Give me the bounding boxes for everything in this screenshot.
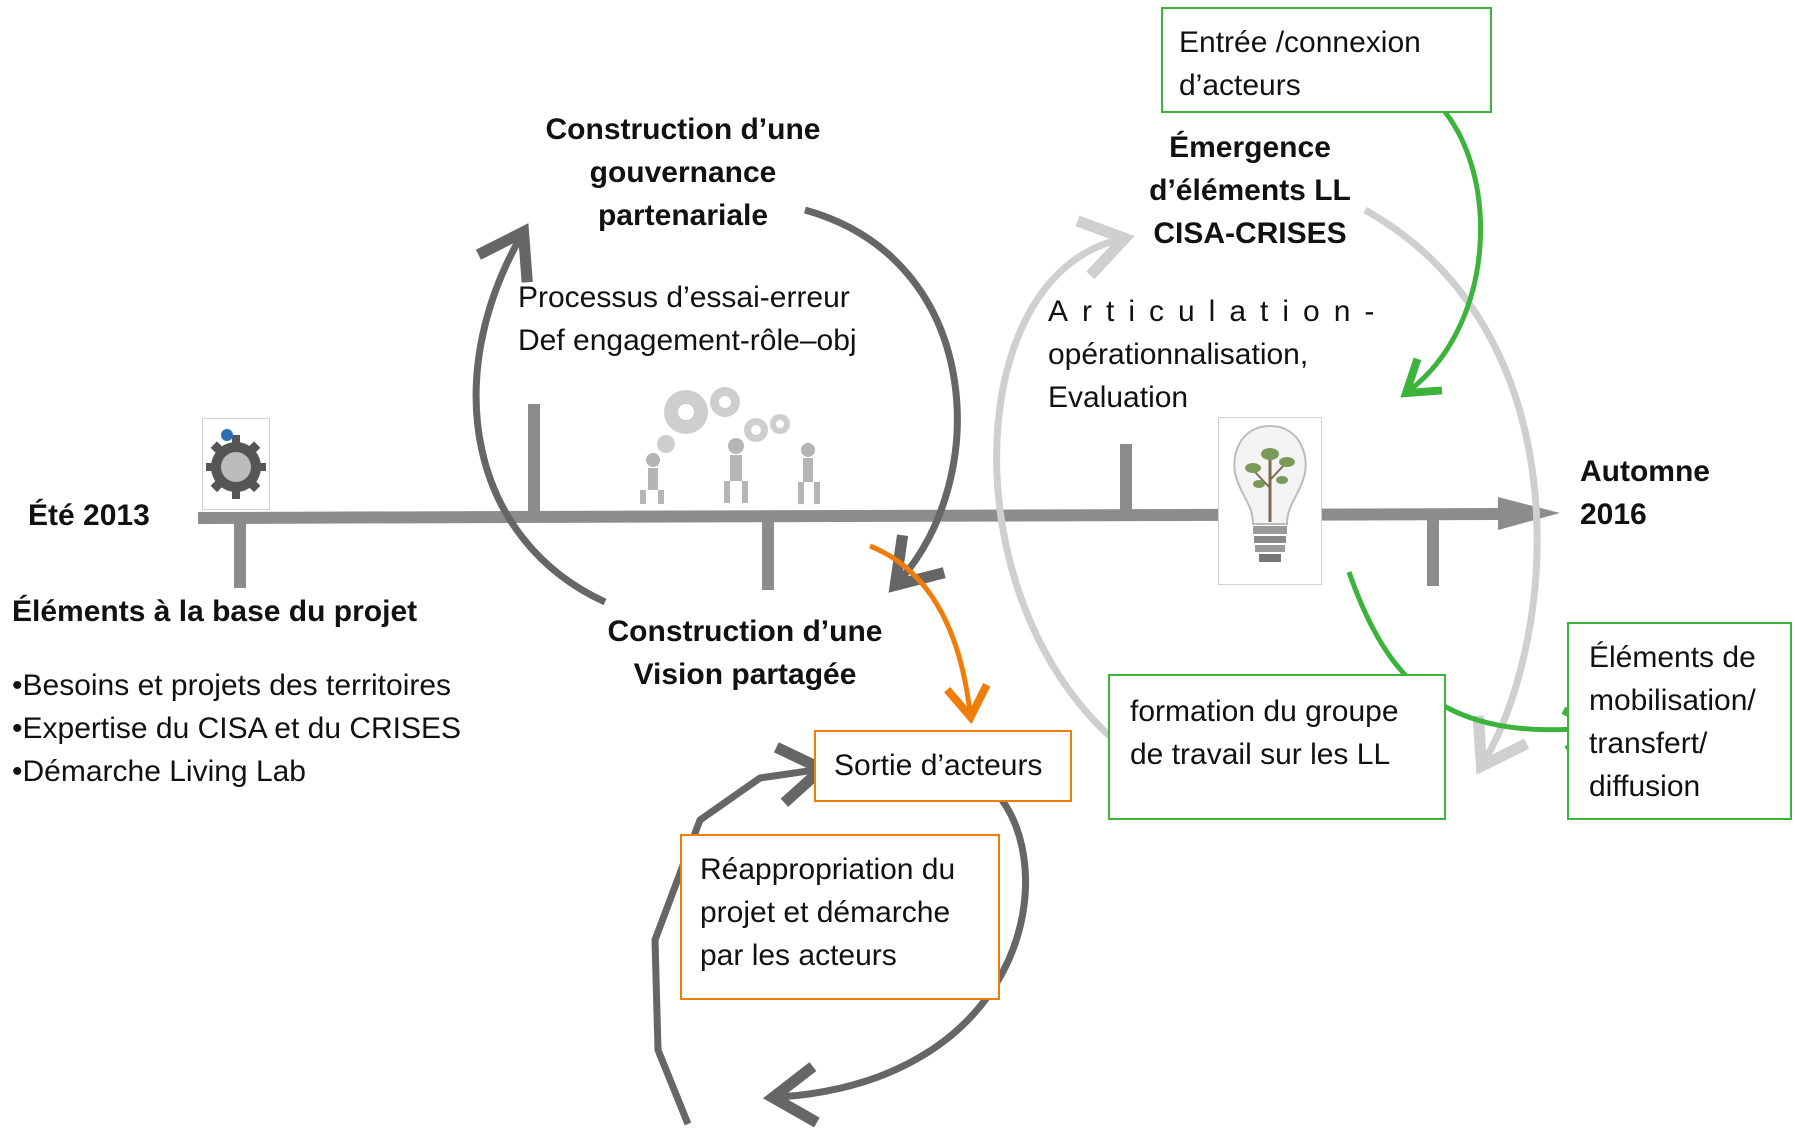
emergence-articulation: Articulation- opérationnalisation, Evalu… bbox=[1048, 295, 1389, 414]
emergence-cycle-arrow bbox=[1363, 206, 1541, 775]
base-title: Éléments à la base du projet bbox=[12, 595, 418, 628]
formation-cycle-arrow bbox=[993, 215, 1160, 776]
timeline-axis bbox=[197, 404, 1560, 590]
entry-box: Entrée /connexion d’acteurs bbox=[1161, 7, 1492, 113]
gear-icon bbox=[202, 418, 270, 510]
timeline-tick bbox=[762, 518, 774, 590]
reappropriation-box: Réappropriation du projet et démarche pa… bbox=[680, 834, 1000, 1000]
base-list-item: •Expertise du CISA et du CRISES bbox=[12, 712, 462, 745]
emergence-title: Émergence d’éléments LL CISA-CRISES bbox=[1149, 131, 1351, 250]
mobilisation-box: Éléments de mobilisation/ transfert/ dif… bbox=[1567, 622, 1792, 820]
vision-cycle-arrow bbox=[804, 206, 961, 593]
base-list-item: •Démarche Living Lab bbox=[12, 755, 306, 788]
vision-title: Construction d’une Vision partagée bbox=[607, 615, 883, 691]
base-list-item: •Besoins et projets des territoires bbox=[12, 669, 452, 702]
start-label: Été 2013 bbox=[28, 499, 150, 532]
timeline-tick bbox=[1120, 444, 1132, 514]
base-list: •Besoins et projets des territoires •Exp… bbox=[12, 664, 461, 793]
people-gears-icon bbox=[628, 372, 838, 506]
timeline-tick bbox=[234, 518, 246, 588]
timeline-tick bbox=[1427, 518, 1439, 586]
governance-title: Construction d’une gouvernance partenari… bbox=[545, 113, 821, 232]
governance-cycle-arrow bbox=[472, 223, 607, 606]
reappropriation-loop-arrow bbox=[651, 742, 832, 1126]
exit-arrow bbox=[869, 543, 991, 725]
timeline-tick bbox=[528, 404, 540, 514]
governance-process: Processus d’essai-erreur Def engagement-… bbox=[518, 281, 857, 357]
entry-arrow bbox=[1400, 96, 1483, 398]
exit-box: Sortie d’acteurs bbox=[814, 730, 1072, 802]
end-label: Automne 2016 bbox=[1580, 455, 1710, 531]
formation-box: formation du groupe de travail sur les L… bbox=[1108, 674, 1446, 820]
timeline-arrowhead bbox=[1498, 497, 1560, 530]
lightbulb-tree-icon bbox=[1218, 417, 1322, 585]
return-loop-arrow bbox=[762, 797, 1030, 1128]
